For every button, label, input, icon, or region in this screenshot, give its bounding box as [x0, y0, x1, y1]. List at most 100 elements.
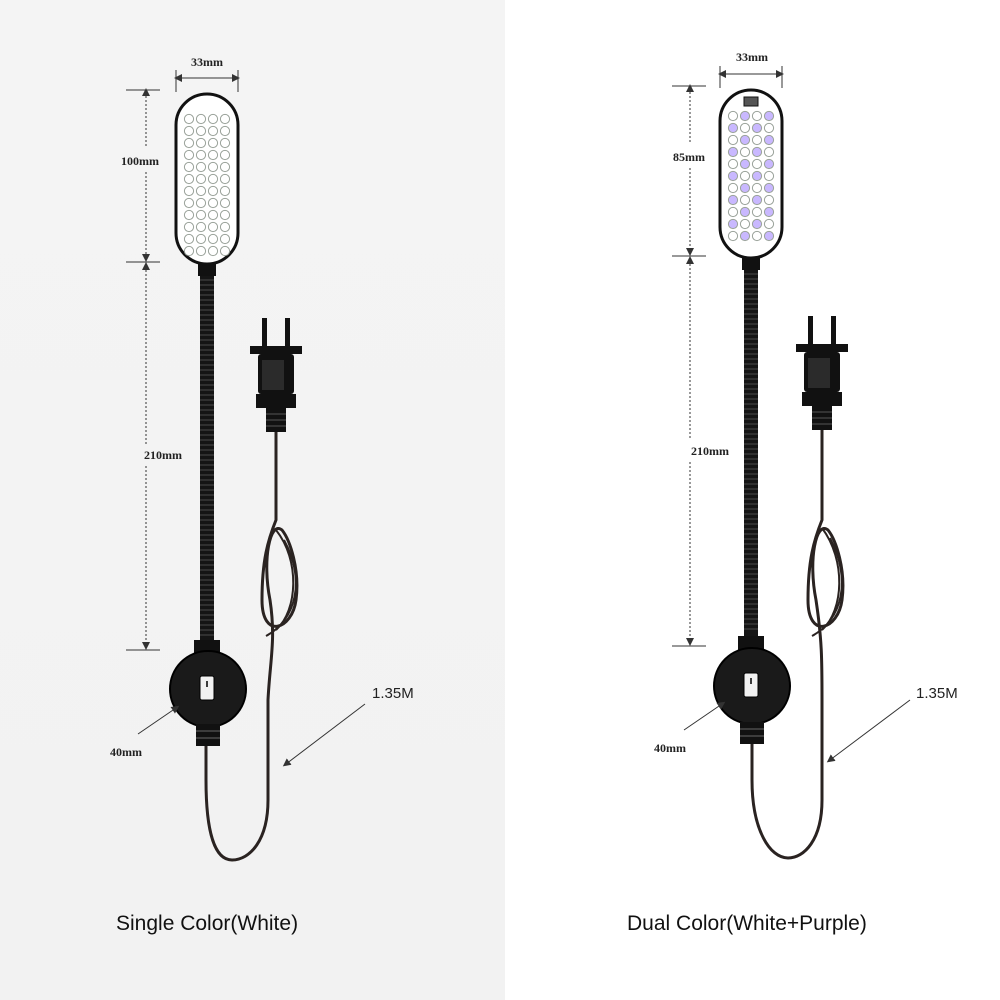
power-cord: [750, 428, 845, 860]
led: [751, 110, 763, 122]
led: [739, 170, 751, 182]
led: [739, 158, 751, 170]
led: [219, 125, 231, 137]
led: [763, 158, 775, 170]
panel-single-color: [0, 0, 505, 1000]
led: [207, 149, 219, 161]
led: [195, 197, 207, 209]
led: [739, 182, 751, 194]
led: [183, 185, 195, 197]
led: [195, 149, 207, 161]
dimension-lines: [672, 66, 911, 763]
led: [763, 146, 775, 158]
led: [183, 209, 195, 221]
dimension-lines: [126, 70, 366, 767]
led: [763, 122, 775, 134]
led: [219, 185, 231, 197]
gooseneck: [200, 268, 214, 646]
lamp-head: [174, 92, 240, 276]
led: [183, 149, 195, 161]
led: [195, 173, 207, 185]
led: [763, 110, 775, 122]
head-length-label: 85mm: [673, 150, 705, 164]
led: [763, 170, 775, 182]
led: [727, 146, 739, 158]
neck-length-label: 210mm: [691, 444, 729, 458]
led: [727, 122, 739, 134]
led: [763, 206, 775, 218]
led: [727, 170, 739, 182]
led: [751, 134, 763, 146]
led: [727, 134, 739, 146]
led: [739, 206, 751, 218]
led: [207, 245, 219, 257]
led: [727, 206, 739, 218]
led: [183, 161, 195, 173]
led: [183, 173, 195, 185]
base-diameter-label: 40mm: [654, 741, 686, 755]
power-plug: [250, 318, 302, 432]
led: [763, 134, 775, 146]
led: [751, 182, 763, 194]
width-label: 33mm: [191, 55, 223, 69]
led: [219, 209, 231, 221]
led: [751, 218, 763, 230]
led: [195, 161, 207, 173]
head-length-label: 100mm: [121, 154, 159, 168]
led: [183, 197, 195, 209]
led: [763, 230, 775, 242]
led: [219, 245, 231, 257]
led: [727, 218, 739, 230]
led: [727, 230, 739, 242]
lamp-base: [713, 636, 791, 744]
led: [207, 113, 219, 125]
led: [207, 209, 219, 221]
led: [763, 194, 775, 206]
led-grid: [183, 113, 231, 257]
led: [207, 137, 219, 149]
led: [751, 158, 763, 170]
rocker-switch: [743, 672, 759, 698]
led: [207, 233, 219, 245]
led: [183, 113, 195, 125]
led: [739, 194, 751, 206]
neck-length-label: 210mm: [144, 448, 182, 462]
led: [207, 185, 219, 197]
led: [219, 173, 231, 185]
led: [195, 233, 207, 245]
power-cord: [204, 430, 299, 862]
led: [727, 194, 739, 206]
lamp-single-color: 33mm 100mm 210mm 40mm 1.35M: [110, 55, 414, 862]
led: [727, 182, 739, 194]
led: [183, 137, 195, 149]
led: [739, 230, 751, 242]
led: [751, 206, 763, 218]
mode-button: [743, 96, 759, 107]
led: [207, 161, 219, 173]
led: [219, 197, 231, 209]
led: [739, 122, 751, 134]
led: [751, 146, 763, 158]
led: [739, 110, 751, 122]
led: [739, 146, 751, 158]
led: [195, 113, 207, 125]
led: [739, 134, 751, 146]
power-plug: [796, 316, 848, 430]
led: [751, 194, 763, 206]
led: [763, 218, 775, 230]
led: [219, 137, 231, 149]
led: [183, 245, 195, 257]
led: [207, 197, 219, 209]
led: [751, 230, 763, 242]
led-grid: [727, 110, 775, 242]
rocker-switch: [199, 675, 215, 701]
led: [207, 125, 219, 137]
led: [183, 221, 195, 233]
cable-length-label: 1.35M: [916, 685, 958, 702]
led: [727, 158, 739, 170]
led: [219, 233, 231, 245]
gooseneck: [744, 262, 758, 640]
led: [219, 149, 231, 161]
led: [195, 209, 207, 221]
led: [763, 182, 775, 194]
